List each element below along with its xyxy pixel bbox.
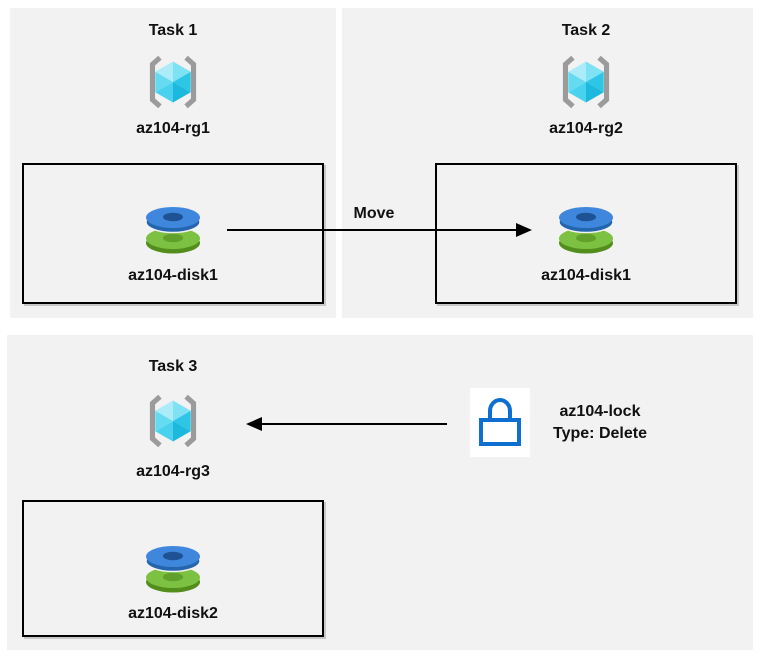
task3-content: Task 3 az104-rg3 bbox=[22, 335, 324, 650]
task2-title: Task 2 bbox=[561, 22, 611, 39]
task2-content: Task 2 az104-rg2 bbox=[435, 8, 737, 318]
resource-group-icon bbox=[149, 55, 197, 109]
lock-tile bbox=[470, 388, 530, 457]
task2-disk-box: az104-disk1 bbox=[435, 163, 737, 304]
task2-panel: Task 2 az104-rg2 bbox=[342, 8, 753, 318]
task1-disk-label: az104-disk1 bbox=[128, 267, 218, 284]
task2-disk-label: az104-disk1 bbox=[541, 267, 631, 284]
task1-title: Task 1 bbox=[148, 22, 198, 39]
task1-panel: Task 1 az104-rg1 bbox=[10, 8, 336, 318]
arrow-right-icon bbox=[516, 223, 532, 237]
task3-title: Task 3 bbox=[148, 358, 198, 375]
task3-disk-label: az104-disk2 bbox=[128, 605, 218, 622]
task2-resource-group-label: az104-rg2 bbox=[549, 120, 623, 137]
disk-icon bbox=[558, 207, 614, 254]
disk-icon bbox=[145, 546, 201, 593]
lock-label-block: az104-lock Type: Delete bbox=[535, 401, 665, 445]
task1-resource-group-label: az104-rg1 bbox=[136, 120, 210, 137]
task3-disk-box: az104-disk2 bbox=[22, 500, 324, 637]
task1-content: Task 1 az104-rg1 bbox=[22, 8, 324, 318]
arrow-line bbox=[227, 229, 516, 231]
move-arrow-label: Move bbox=[353, 205, 395, 222]
resource-group-icon bbox=[562, 55, 610, 109]
task1-disk-box: az104-disk1 bbox=[22, 163, 324, 304]
lock-name-label: az104-lock bbox=[559, 403, 641, 420]
task3-resource-group-label: az104-rg3 bbox=[136, 463, 210, 480]
lock-icon bbox=[479, 398, 521, 446]
disk-icon bbox=[145, 207, 201, 254]
lock-type-label: Type: Delete bbox=[553, 425, 647, 442]
resource-group-icon bbox=[149, 394, 197, 448]
task3-panel: Task 3 az104-rg3 bbox=[7, 335, 753, 650]
arrow-line bbox=[262, 423, 447, 425]
arrow-left-icon bbox=[246, 417, 262, 431]
